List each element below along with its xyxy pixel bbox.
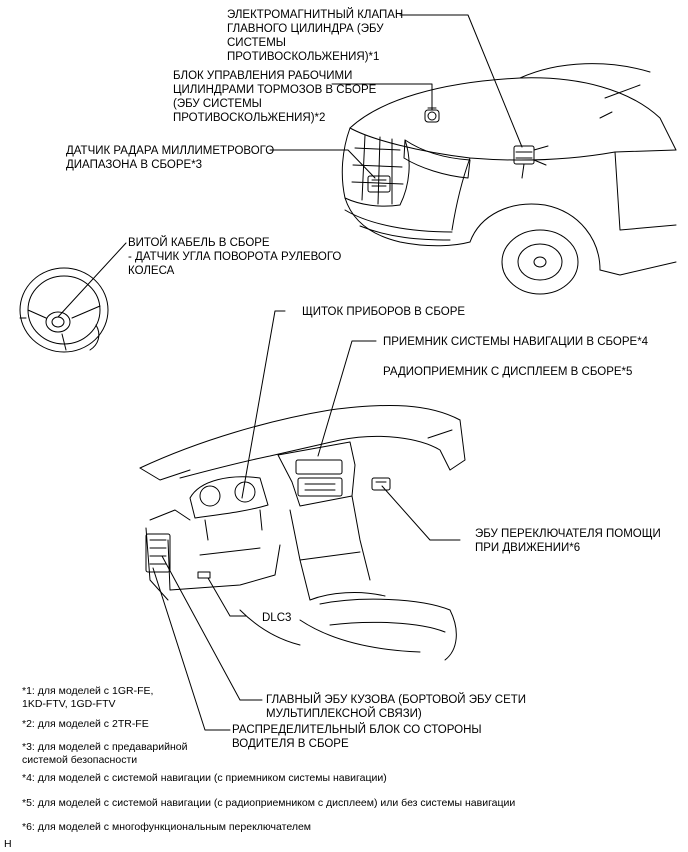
- label-master-cylinder-solenoid: ЭЛЕКТРОМАГНИТНЫЙ КЛАПАН ГЛАВНОГО ЦИЛИНДР…: [227, 9, 404, 63]
- footnote-2: *2: для моделей с 2TR-FE: [22, 718, 149, 730]
- label-navigation-receiver: ПРИЕМНИК СИСТЕМЫ НАВИГАЦИИ В СБОРЕ*4: [383, 336, 649, 348]
- label-dlc3: DLC3: [262, 612, 292, 624]
- vehicle-front-drawing: [341, 63, 677, 295]
- footnote-4: *4: для моделей с системой навигации (с …: [22, 772, 387, 784]
- label-driving-support-ecu: ЭБУ ПЕРЕКЛЮЧАТЕЛЯ ПОМОЩИ ПРИ ДВИЖЕНИИ*6: [475, 528, 661, 554]
- label-main-body-ecu: ГЛАВНЫЙ ЭБУ КУЗОВА (БОРТОВОЙ ЭБУ СЕТИ МУ…: [266, 694, 527, 720]
- footnote-3: *3: для моделей с предаварийной системой…: [22, 741, 188, 766]
- footnote-1: *1: для моделей с 1GR-FE, 1KD-FTV, 1GD-F…: [22, 685, 154, 710]
- footnote-5: *5: для моделей с системой навигации (с …: [22, 797, 516, 809]
- label-junction-block: РАСПРЕДЕЛИТЕЛЬНЫЙ БЛОК СО СТОРОНЫ ВОДИТЕ…: [232, 724, 482, 750]
- label-radar-sensor: ДАТЧИК РАДАРА МИЛЛИМЕТРОВОГО ДИАПАЗОНА В…: [66, 145, 275, 171]
- label-brake-actuator: БЛОК УПРАВЛЕНИЯ РАБОЧИМИ ЦИЛИНДРАМИ ТОРМ…: [173, 70, 377, 124]
- corner-mark: H: [4, 838, 12, 850]
- footnote-6: *6: для моделей с многофункциональным пе…: [22, 821, 312, 833]
- label-spiral-cable: ВИТОЙ КАБЕЛЬ В СБОРЕ - ДАТЧИК УГЛА ПОВОР…: [128, 237, 342, 277]
- label-combination-meter: ЩИТОК ПРИБОРОВ В СБОРЕ: [302, 306, 466, 318]
- steering-wheel-drawing: [19, 267, 109, 353]
- instrument-panel-drawing: [139, 404, 466, 661]
- label-radio-receiver: РАДИОПРИЕМНИК С ДИСПЛЕЕМ В СБОРЕ*5: [383, 366, 633, 378]
- leader-lines: [57, 14, 523, 731]
